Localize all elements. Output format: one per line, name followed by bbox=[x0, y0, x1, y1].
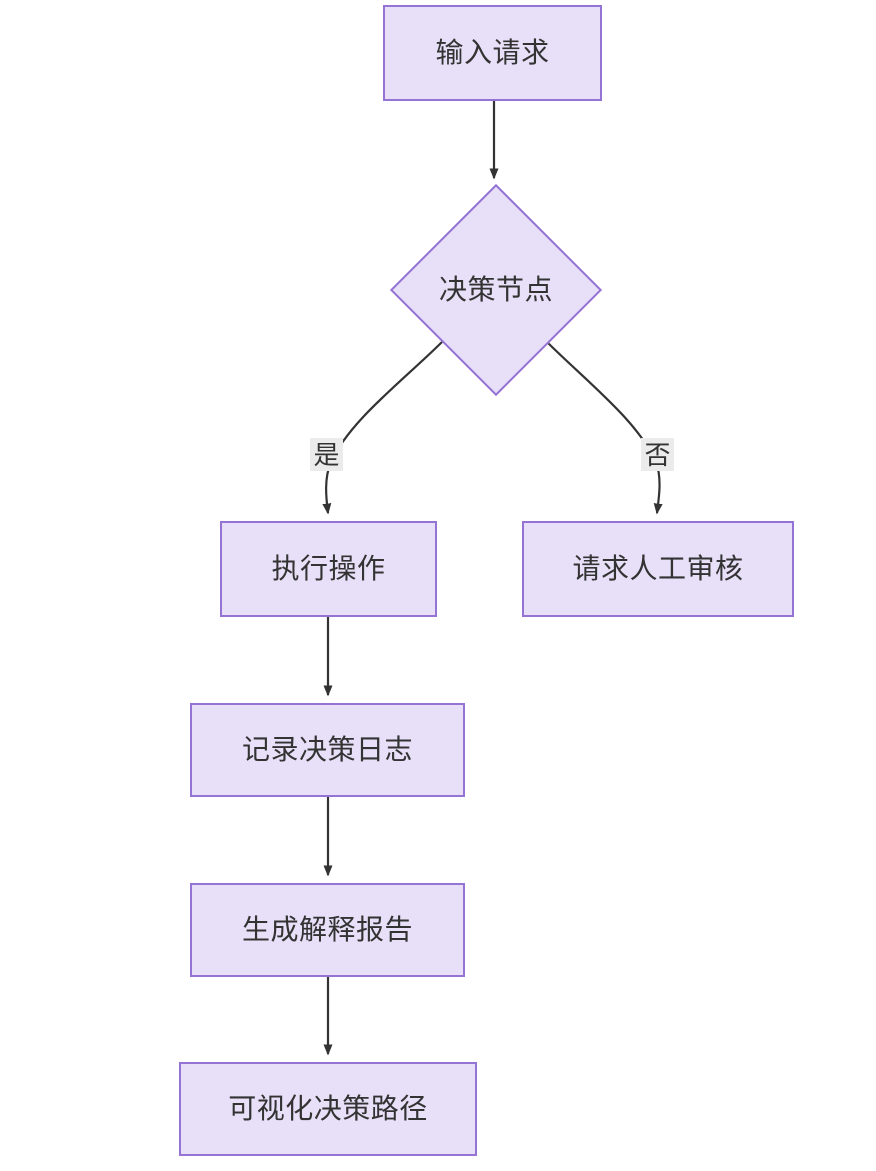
node-execute-action-label: 执行操作 bbox=[271, 553, 386, 584]
node-request-human-review-label: 请求人工审核 bbox=[572, 553, 744, 584]
node-input-request-label: 输入请求 bbox=[435, 37, 550, 68]
edge-label-yes: 是 bbox=[310, 438, 343, 471]
node-generate-report-label: 生成解释报告 bbox=[241, 914, 413, 945]
node-log-decision-label: 记录决策日志 bbox=[241, 734, 413, 765]
edge-decision-to-review bbox=[545, 340, 663, 515]
node-visualize-path[interactable]: 可视化决策路径 bbox=[179, 1062, 477, 1156]
node-visualize-path-label: 可视化决策路径 bbox=[228, 1093, 428, 1124]
node-input-request[interactable]: 输入请求 bbox=[383, 5, 602, 101]
node-generate-report[interactable]: 生成解释报告 bbox=[190, 883, 465, 977]
node-log-decision[interactable]: 记录决策日志 bbox=[190, 703, 465, 797]
edge-decision-to-execute bbox=[322, 340, 444, 515]
node-execute-action[interactable]: 执行操作 bbox=[220, 521, 437, 617]
node-request-human-review[interactable]: 请求人工审核 bbox=[522, 521, 794, 617]
edge-label-no: 否 bbox=[641, 438, 674, 471]
